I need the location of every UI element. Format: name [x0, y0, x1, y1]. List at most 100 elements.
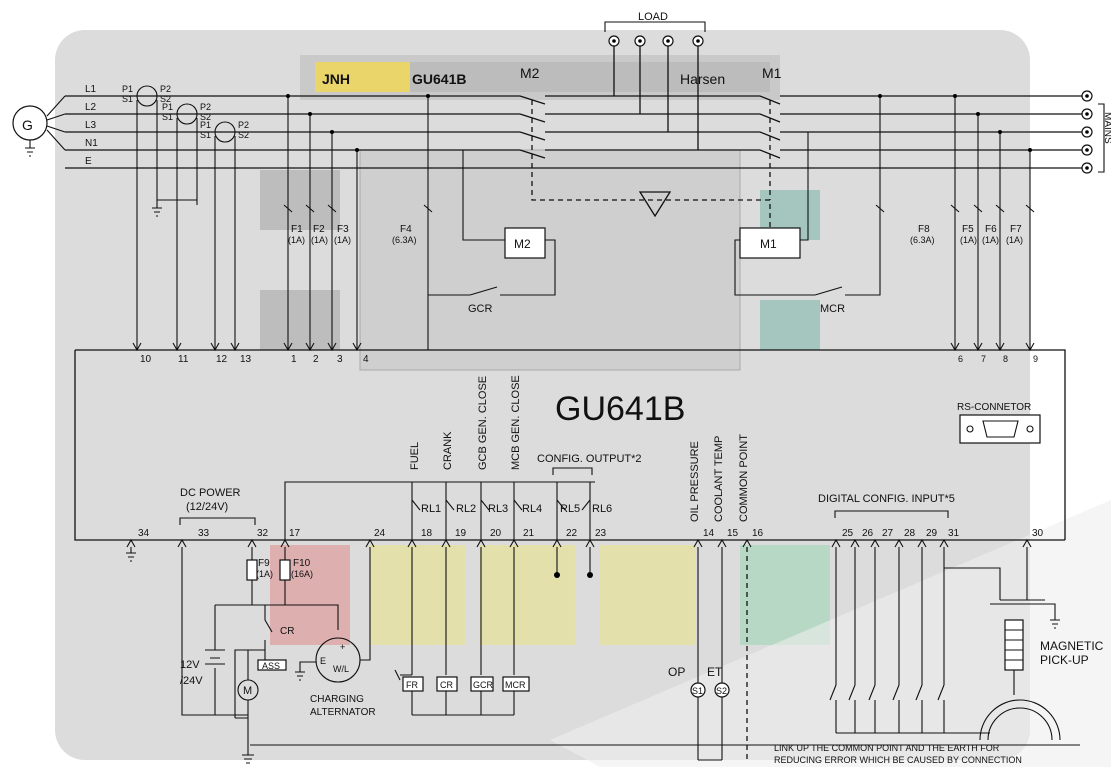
dc-wiring: F9 (1A) F10 (16A) 12V /24V CR ASS M E + …: [126, 547, 376, 764]
brand-text: Harsen: [680, 71, 725, 87]
fuse-f3-rating: (1A): [334, 235, 351, 245]
sensor-coolant: COOLANT TEMP: [713, 436, 725, 522]
fuse-f1-rating: (1A): [288, 235, 305, 245]
controller-outline: [74, 349, 1066, 541]
dc-power: DC POWER (12/24V): [179, 487, 256, 525]
ct3-p1: P1: [200, 120, 211, 130]
battery-line1: 12V: [180, 659, 200, 671]
term-26: 26: [862, 528, 874, 539]
bottom-terminals: 34 33 32 17 24 18 19 20 21 22 23 14 15 1…: [126, 528, 1044, 548]
m2-coil-label: M2: [514, 237, 531, 251]
magnetic-line2: PICK-UP: [1040, 653, 1089, 667]
current-transformers: P1 S1 P2 S2 P1 S1 P2 S2 P1 S1 P2 S2: [122, 84, 249, 350]
ct3-s2: S2: [238, 130, 249, 140]
motor-label: M: [243, 685, 252, 697]
config-output-label: CONFIG. OUTPUT*2: [537, 453, 642, 465]
right-fuses: F8 (6.3A) F5 (1A) F6 (1A) F7 (1A): [910, 94, 1035, 350]
term-24: 24: [374, 528, 386, 539]
term-34: 34: [138, 528, 150, 539]
term-19: 19: [455, 528, 467, 539]
term-14: 14: [703, 528, 715, 539]
ct3-s1: S1: [200, 130, 211, 140]
term-7: 7: [981, 354, 986, 364]
coil-gcr: GCR: [473, 680, 494, 690]
term-29: 29: [926, 528, 938, 539]
relay-rl2: RL2: [456, 503, 476, 515]
fuse-f9-name: F9: [258, 558, 270, 569]
magnetic-line1: MAGNETIC: [1040, 639, 1104, 653]
generator-symbol: G: [22, 117, 33, 133]
term-27: 27: [882, 528, 894, 539]
mains-terminals: MAINS: [1081, 90, 1111, 174]
note-line2: REDUCING ERROR WHICH BE CAUSED BY CONNEC…: [774, 755, 1022, 765]
term-8: 8: [1003, 354, 1008, 364]
relay-rl6: RL6: [592, 503, 612, 515]
brand-model: GU641B: [412, 71, 466, 87]
phase-e: E: [85, 156, 92, 167]
contactor-m2-label: M2: [520, 65, 540, 81]
term-17: 17: [289, 528, 301, 539]
digital-input-switches: [829, 547, 1001, 734]
ct2-s2: S2: [200, 112, 211, 122]
term-20: 20: [490, 528, 502, 539]
term-18: 18: [421, 528, 433, 539]
coil-fr: FR: [406, 680, 418, 690]
fuse-f5-rating: (1A): [960, 235, 977, 245]
phase-lines: L1 L2 L3 N1 E: [65, 84, 1085, 169]
phase-l3: L3: [85, 120, 97, 131]
generator: G: [12, 95, 66, 157]
term-11: 11: [178, 354, 189, 365]
relay-rl4: RL4: [522, 503, 542, 515]
term-33: 33: [198, 528, 210, 539]
magnetic-pickup: MAGNETIC PICK-UP: [979, 547, 1104, 741]
ct1-s2: S2: [160, 94, 171, 104]
term-28: 28: [904, 528, 916, 539]
digital-input: DIGITAL CONFIG. INPUT*5: [818, 493, 955, 518]
alt-e: E: [320, 656, 326, 666]
relay-rl5: RL5: [560, 503, 580, 515]
coil-cr: CR: [440, 680, 453, 690]
gcr-contact-label: GCR: [468, 303, 493, 315]
fuse-f3-name: F3: [337, 224, 349, 235]
relay-rl1: RL1: [421, 503, 441, 515]
ct1-p2: P2: [160, 84, 171, 94]
sensor-common: COMMON POINT: [738, 434, 750, 522]
term-31: 31: [948, 528, 960, 539]
fuse-f8-rating: (6.3A): [910, 235, 935, 245]
mains-label: MAINS: [1102, 112, 1111, 144]
battery-line2: /24V: [180, 675, 203, 687]
phase-l1: L1: [85, 84, 97, 95]
term-3: 3: [337, 354, 343, 365]
brand-logo: JNH: [322, 71, 350, 87]
top-terminals: 10 11 12 13 1 2 3 4 6 7 8 9: [132, 342, 1038, 365]
load-label: LOAD: [638, 11, 668, 23]
ct2-p2: P2: [200, 102, 211, 112]
fuse-f4-rating: (6.3A): [392, 235, 417, 245]
output-fuel: FUEL: [409, 442, 421, 470]
alt-plus: +: [340, 642, 345, 652]
m2-coil: M2 GCR: [428, 150, 556, 315]
sensor-s1: S1: [692, 686, 703, 696]
bottom-common: [182, 714, 1080, 761]
ct2-s1: S1: [162, 112, 173, 122]
term-13: 13: [240, 354, 252, 365]
coil-mcr: MCR: [505, 680, 526, 690]
term-16: 16: [752, 528, 764, 539]
contactor-m1-label: M1: [762, 65, 782, 81]
term-25: 25: [842, 528, 854, 539]
mcr-contact-label: MCR: [820, 303, 845, 315]
fuse-f4-name: F4: [400, 224, 412, 235]
output-crank: CRANK: [442, 431, 454, 470]
dc-power-line2: (12/24V): [186, 501, 228, 513]
term-15: 15: [727, 528, 739, 539]
fuse-f10-rating: (16A): [291, 569, 313, 579]
sensor-et: ET: [707, 665, 723, 679]
output-mcb: MCB GEN. CLOSE: [510, 375, 522, 470]
rs-connector-label: RS-CONNETOR: [957, 402, 1031, 413]
load-block: LOAD: [604, 11, 706, 150]
m1-coil: M1 MCR: [734, 94, 885, 315]
term-6: 6: [958, 354, 963, 364]
fuse-f7-name: F7: [1010, 224, 1022, 235]
